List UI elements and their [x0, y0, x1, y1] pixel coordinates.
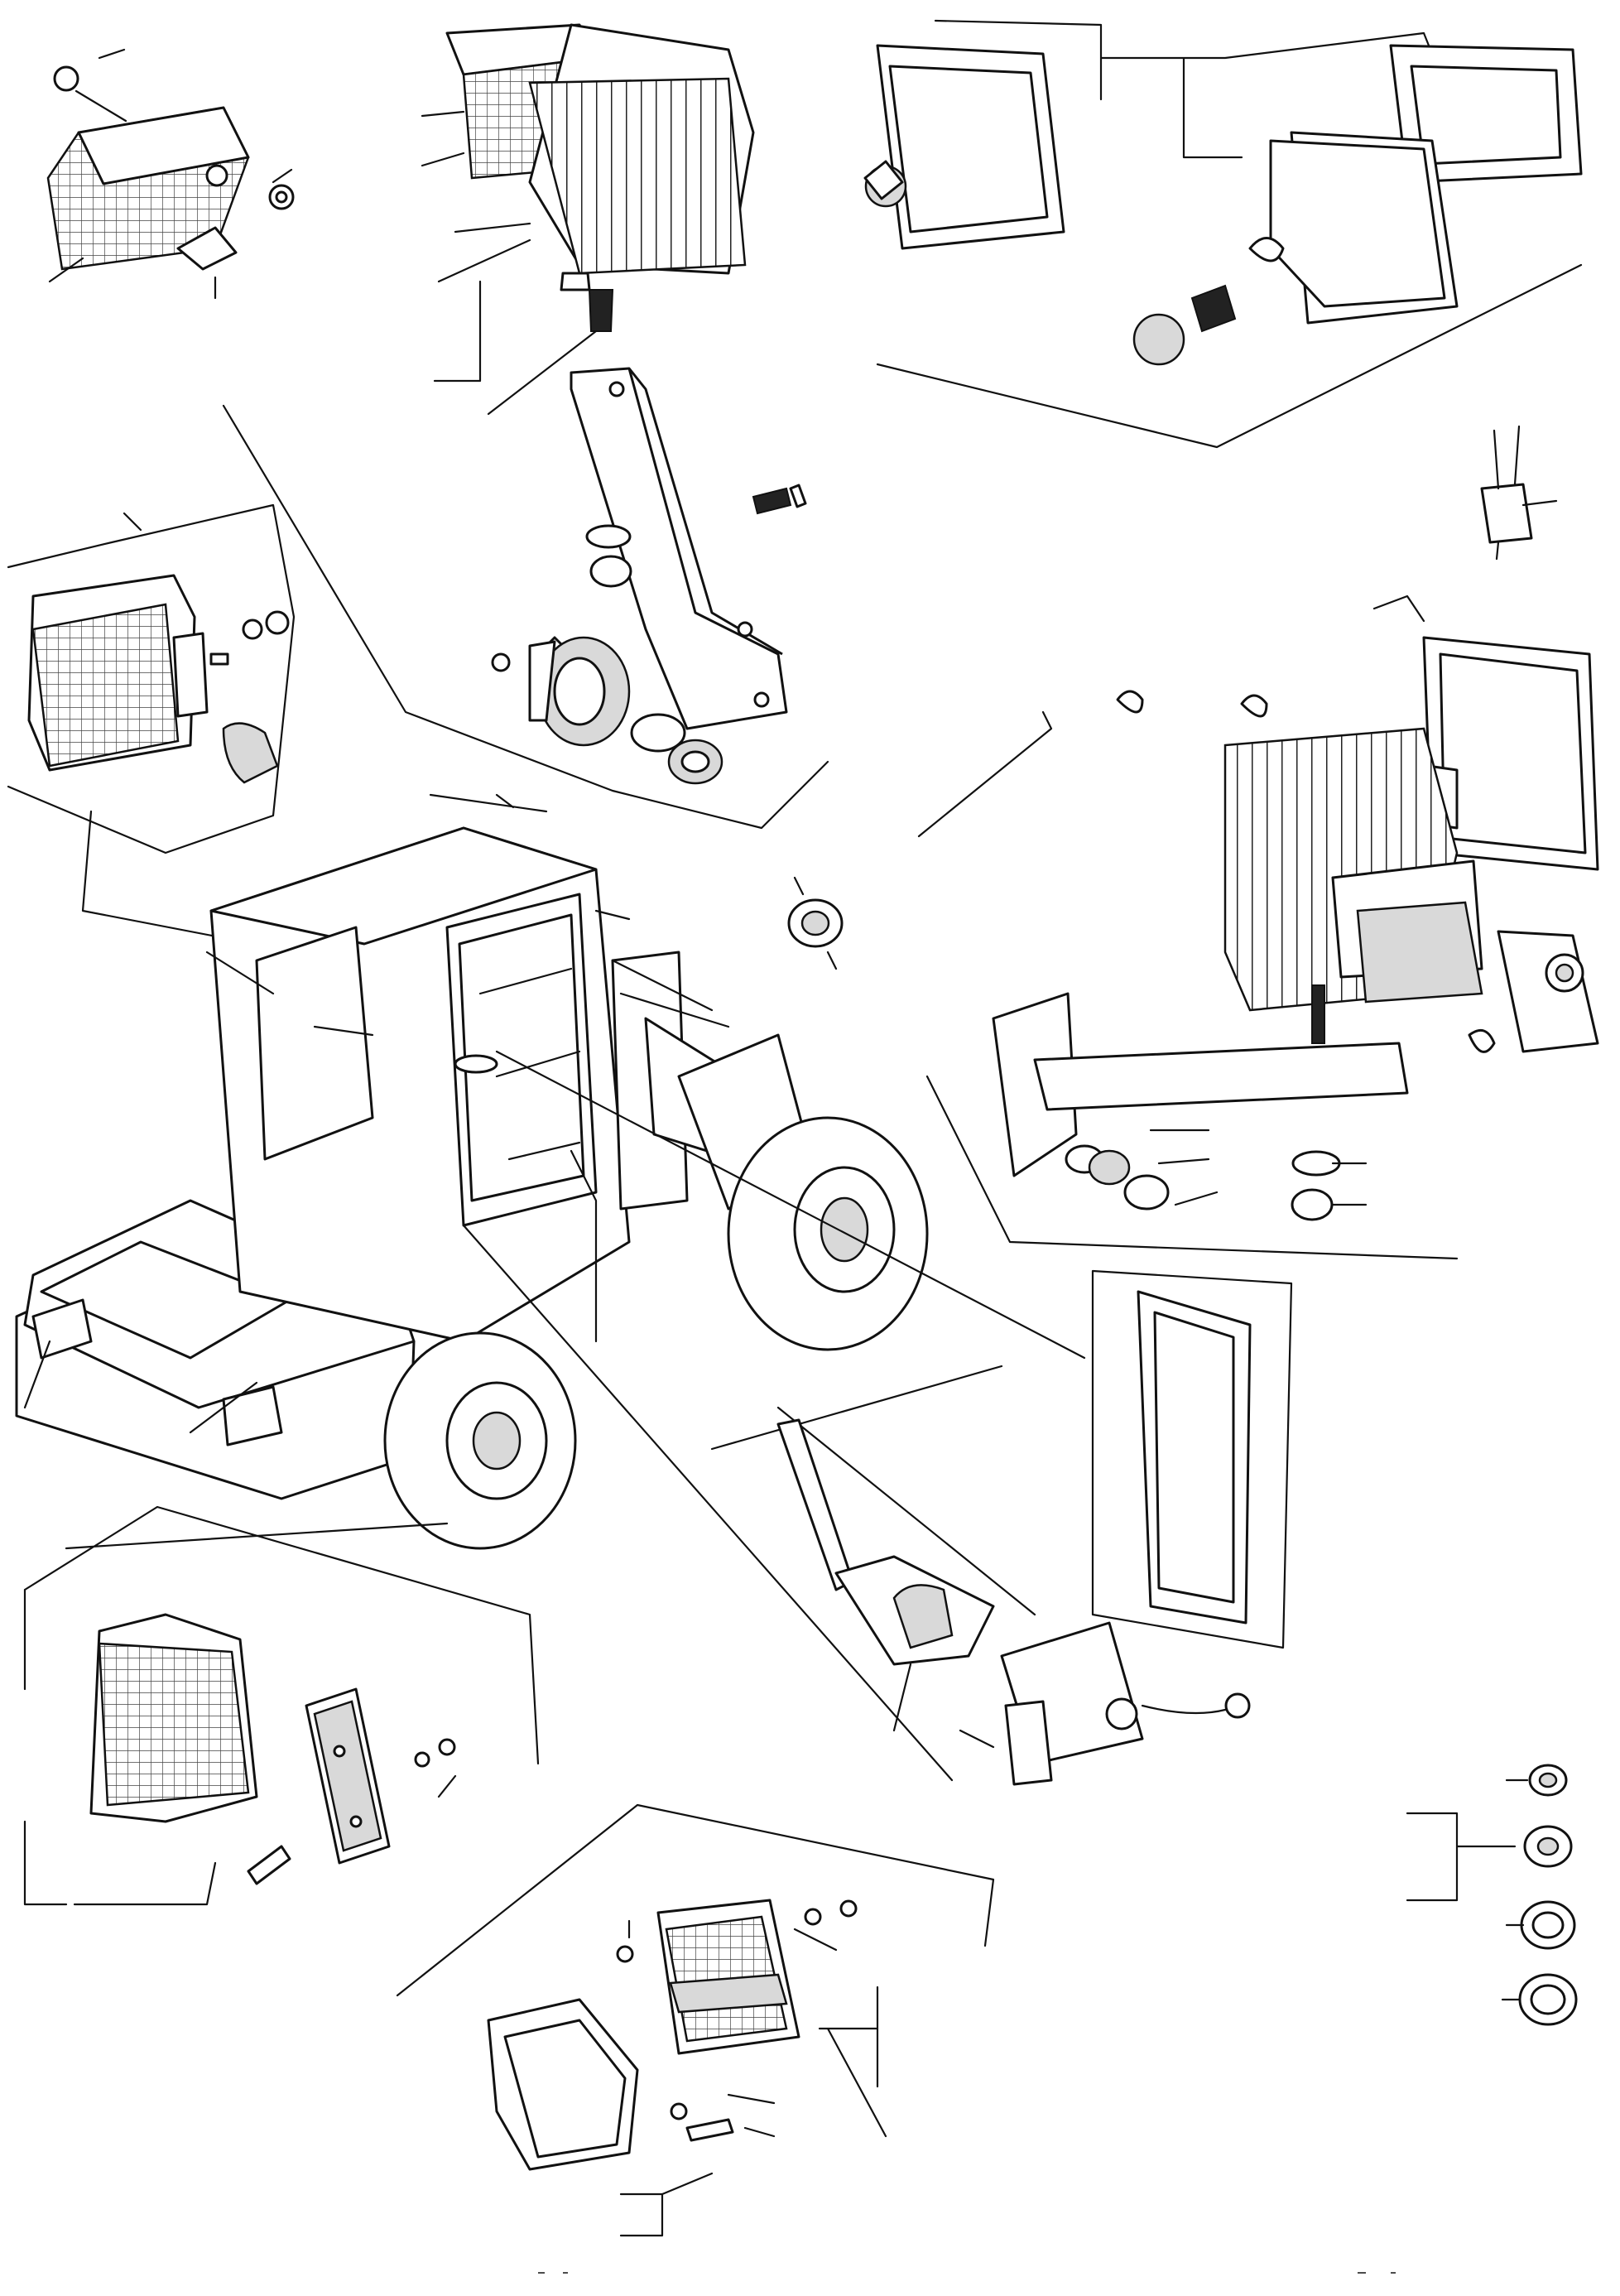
rear-lamp-small-icon — [48, 50, 293, 298]
plugs-set-icon — [1407, 1765, 1576, 2024]
flasher-relay-icon — [1482, 426, 1556, 559]
work-lamp-top-icon — [422, 25, 753, 414]
horn-bracket-icon — [224, 368, 828, 828]
work-lamp-left-icon — [8, 505, 298, 952]
mirror-icon — [1093, 1271, 1291, 1648]
tail-lamp-reflector-icon — [25, 1507, 538, 1904]
wheel-loader-icon — [17, 795, 1084, 1780]
grommet-icon — [789, 878, 842, 969]
column-switch-icon — [712, 1366, 1249, 1784]
headlamp-units-icon — [865, 21, 1581, 447]
work-lamp-right-icon — [919, 596, 1598, 1259]
rear-light-cluster-icon — [397, 1805, 993, 2236]
